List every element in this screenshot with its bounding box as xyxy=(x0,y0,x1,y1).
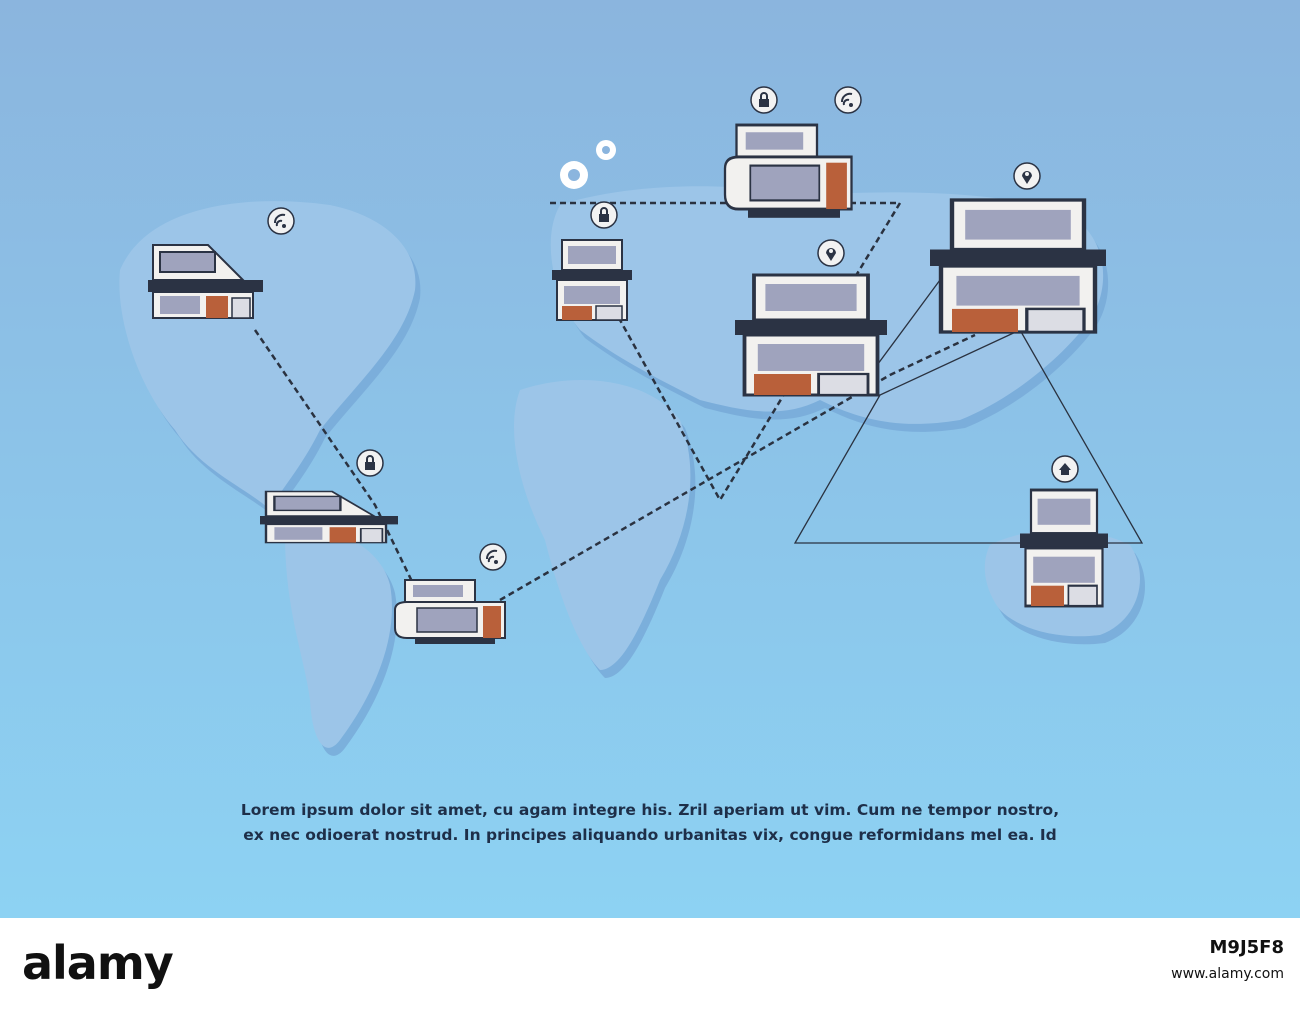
footer-bar xyxy=(0,918,1300,1009)
lock-icon xyxy=(750,86,778,114)
wifi-icon xyxy=(834,86,862,114)
gears-icon xyxy=(560,140,616,189)
caption-line-1: Lorem ipsum dolor sit amet, cu agam inte… xyxy=(240,801,1060,819)
house-east-asia xyxy=(930,200,1106,332)
lock-icon xyxy=(356,449,384,477)
illustration-canvas: Lorem ipsum dolor sit amet, cu agam inte… xyxy=(0,0,1300,918)
caption-line-2: ex nec odioerat nostrud. In principes al… xyxy=(243,826,1057,844)
lock-icon xyxy=(590,201,618,229)
wifi-icon xyxy=(479,543,507,571)
location-pin-icon xyxy=(817,239,845,267)
wifi-icon xyxy=(267,207,295,235)
caption-text: Lorem ipsum dolor sit amet, cu agam inte… xyxy=(150,798,1150,848)
image-id: M9J5F8 xyxy=(1209,937,1284,958)
brand-logo: alamy xyxy=(22,936,174,990)
site-url: www.alamy.com xyxy=(1171,966,1284,982)
house-europe xyxy=(551,239,633,321)
world-map-scene xyxy=(0,0,1300,918)
house-middle-east xyxy=(733,273,889,397)
house-australia xyxy=(1018,488,1110,608)
location-pin-icon xyxy=(1013,162,1041,190)
home-icon xyxy=(1051,455,1079,483)
